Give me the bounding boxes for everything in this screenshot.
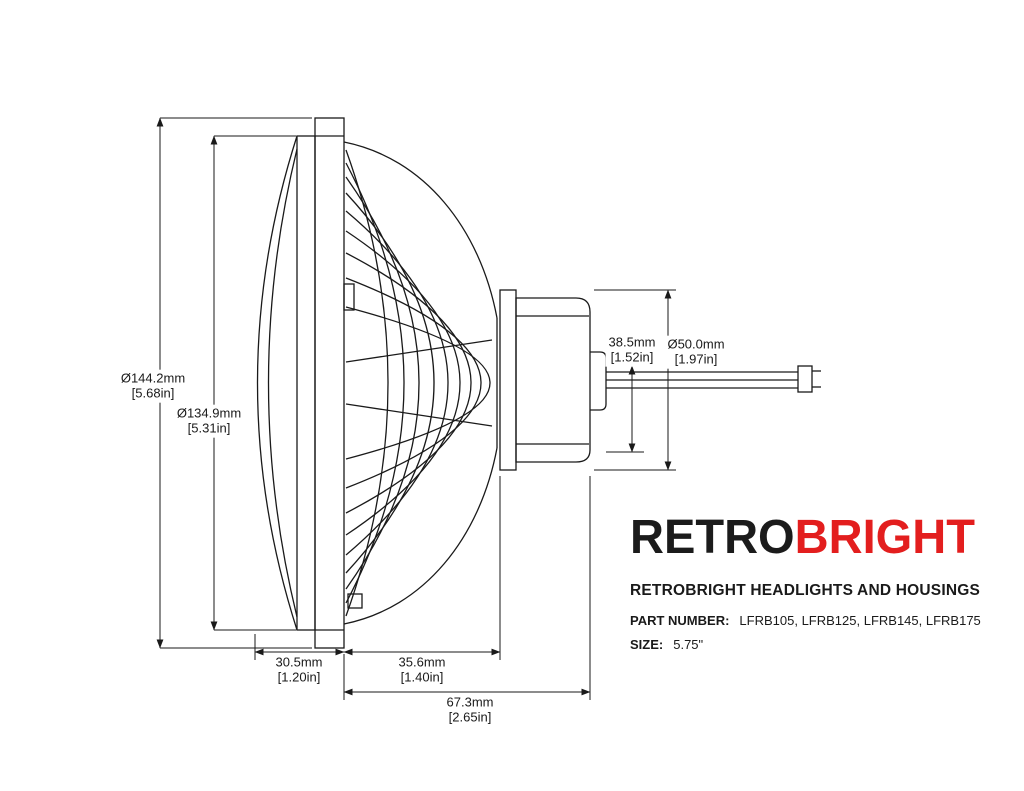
size-label: SIZE: — [630, 637, 664, 652]
dim-value-imperial: [1.40in] — [400, 670, 444, 685]
bottom-extension-lines — [254, 476, 591, 700]
part-number-label: PART NUMBER: — [630, 613, 730, 628]
reflector-silhouette — [343, 141, 498, 625]
headlight-outline — [256, 117, 821, 649]
dim-value-metric: Ø144.2mm — [120, 370, 186, 386]
part-number-row: PART NUMBER: LFRB105, LFRB125, LFRB145, L… — [630, 613, 990, 628]
part-number-values: LFRB105, LFRB125, LFRB145, LFRB175 — [739, 613, 981, 628]
dim-value-metric: 67.3mm — [446, 694, 494, 710]
dim-label-rear-housing: 38.5mm [1.52in] — [605, 333, 659, 367]
brand-block: RETROBRIGHT RETROBRIGHT HEADLIGHTS AND H… — [630, 514, 990, 653]
mounting-clips — [343, 283, 363, 609]
power-wire — [606, 371, 798, 389]
dim-value-metric: 30.5mm — [275, 654, 323, 670]
dim-label-outer-diameter: Ø144.2mm [5.68in] — [117, 369, 189, 403]
dim-value-metric: Ø50.0mm — [667, 336, 725, 352]
dim-connector-diameter-lines — [594, 289, 676, 471]
front-lens — [256, 135, 298, 631]
dim-value-imperial: [5.31in] — [187, 421, 231, 436]
dim-value-imperial: [5.68in] — [131, 386, 175, 401]
dim-label-total-depth: 67.3mm [2.65in] — [443, 693, 497, 727]
retrobright-logo: RETROBRIGHT — [630, 514, 983, 562]
dim-value-metric: Ø134.9mm — [176, 405, 242, 421]
rear-housing — [499, 289, 607, 471]
dim-value-metric: 38.5mm — [608, 334, 656, 350]
dim-label-bezel-depth: 30.5mm [1.20in] — [272, 653, 326, 687]
bezel-ring — [296, 117, 345, 649]
wire-connector — [797, 365, 821, 393]
size-row: SIZE: 5.75" — [630, 637, 990, 652]
dim-lens-diameter-lines — [210, 135, 296, 631]
dim-label-lens-diameter: Ø134.9mm [5.31in] — [173, 404, 245, 438]
dim-value-imperial: [1.52in] — [610, 350, 654, 365]
dim-label-connector-diameter: Ø50.0mm [1.97in] — [664, 335, 728, 369]
dim-rear-housing-lines — [606, 365, 644, 453]
dim-value-imperial: [1.20in] — [277, 670, 321, 685]
size-value: 5.75" — [673, 637, 704, 652]
reflector-flutes — [345, 149, 491, 617]
dim-value-imperial: [1.97in] — [674, 352, 718, 367]
logo-bright-text: BRIGHT — [794, 511, 975, 564]
dim-value-imperial: [2.65in] — [448, 710, 492, 725]
logo-retro-text: RETRO — [630, 511, 795, 564]
product-title: RETROBRIGHT HEADLIGHTS AND HOUSINGS — [630, 582, 981, 599]
dimension-lines — [156, 117, 676, 700]
dim-value-metric: 35.6mm — [398, 654, 446, 670]
dim-label-lens-depth: 35.6mm [1.40in] — [395, 653, 449, 687]
